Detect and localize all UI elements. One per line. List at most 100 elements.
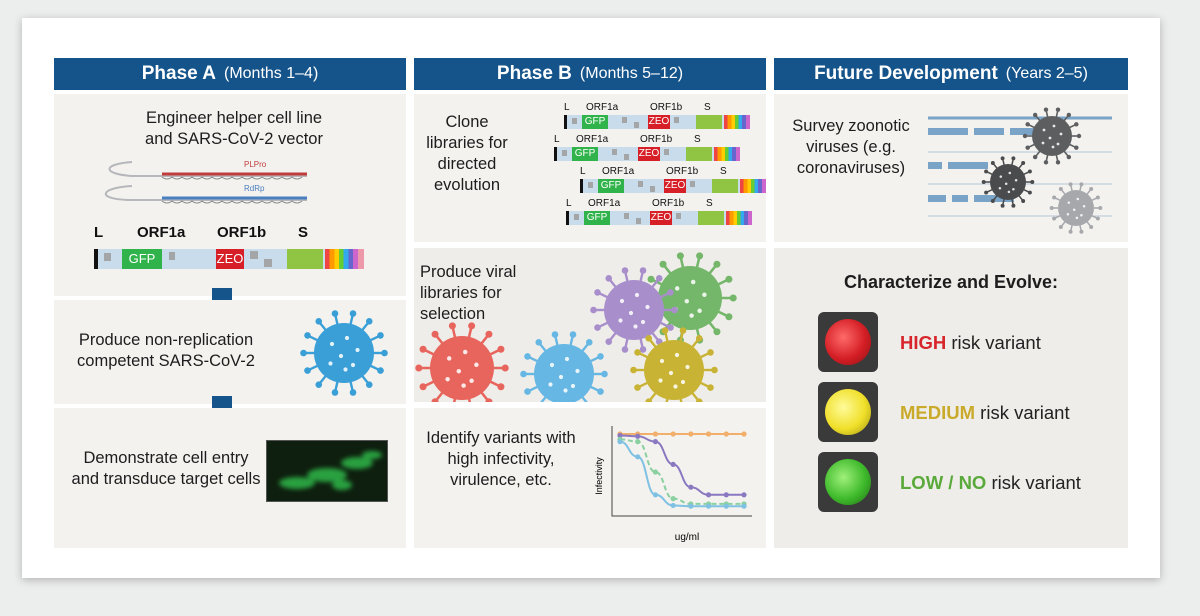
risk-high-rest: risk variant [951, 332, 1041, 353]
chart-point [688, 431, 694, 437]
phase-b-step3-text: Identify variants with high infectivity,… [426, 429, 576, 489]
library-genome-bar: GFP ZEO [554, 147, 740, 161]
genome-label-l: L [554, 134, 560, 145]
future-header: Future Development (Years 2–5) [774, 58, 1128, 90]
genome-label-orf1a: ORF1a [576, 134, 609, 145]
phase-a-step1-text: Engineer helper cell line and SARS-CoV-2… [145, 109, 323, 148]
chart-point [617, 439, 623, 445]
plpro-label: PLPro [244, 160, 267, 169]
risk-medium-level: MEDIUM [900, 402, 976, 423]
zeo-marker: ZEO [664, 179, 686, 193]
chart-point [652, 439, 659, 445]
chart-point [705, 431, 712, 437]
chart-point [635, 454, 641, 460]
virus-purple-icon [590, 267, 678, 353]
future-step1-text: Survey zoonotic viruses (e.g. coronaviru… [792, 117, 910, 177]
chart-point [652, 431, 659, 437]
virus-grey-icon [1049, 182, 1103, 234]
phase-a-step2-text: Produce non-replication competent SARS-C… [77, 331, 255, 370]
chart-point [635, 433, 641, 439]
gfp-marker: GFP [122, 249, 162, 269]
virus-red-icon [415, 322, 509, 402]
traffic-light-green-icon [818, 452, 878, 512]
genome-label-l: L [94, 224, 104, 241]
chart-point [741, 503, 747, 509]
genome-bar: GFP ZEO [94, 249, 364, 269]
traffic-light-red-icon [818, 312, 878, 372]
chart-point [652, 492, 659, 498]
risk-low-level: LOW / NO [900, 472, 987, 493]
phase-a-subtitle: (Months 1–4) [224, 65, 319, 82]
risk-medium: MEDIUM risk variant [900, 402, 1070, 424]
genome-label-s: S [720, 166, 727, 177]
risk-high: HIGH risk variant [900, 332, 1041, 354]
chart-point [723, 431, 729, 437]
phase-a-step1-panel: Engineer helper cell line and SARS-CoV-2… [54, 94, 406, 296]
genome-label-s: S [694, 134, 701, 145]
chart-point [652, 469, 659, 475]
chart-axes [611, 426, 752, 517]
infectivity-chart: Infectivity ug/ml [594, 426, 752, 543]
microscopy-image [266, 440, 388, 502]
library-genome-bar: GFP ZEO [566, 211, 752, 225]
chart-point [670, 496, 676, 502]
genome-label-orf1a: ORF1a [586, 102, 619, 113]
zeo-marker: ZEO [650, 211, 672, 225]
rdrp-label: RdRp [244, 184, 265, 193]
zoonotic-survey-icon [928, 107, 1112, 234]
risk-low-rest: risk variant [991, 472, 1081, 493]
chart-point [741, 492, 747, 498]
chart-point [705, 503, 712, 509]
viral-library-icons [415, 252, 737, 402]
future-step2-text: Characterize and Evolve: [843, 272, 1059, 292]
phase-a-step3-panel: Demonstrate cell entry and transduce tar… [54, 408, 406, 548]
chart-point [670, 461, 676, 467]
chart-series-line [619, 434, 744, 496]
future-title: Future Development [814, 63, 998, 84]
genome-label-l: L [580, 166, 586, 177]
phase-b-subtitle: (Months 5–12) [579, 65, 684, 82]
genome-label-orf1b: ORF1b [217, 224, 267, 241]
risk-low: LOW / NO risk variant [900, 472, 1081, 494]
phase-b-step1-text: Clone libraries for directed evolution [426, 113, 508, 194]
diagram-card: Phase A (Months 1–4) Engineer helper cel… [22, 18, 1160, 578]
genome-label-orf1b: ORF1b [652, 198, 685, 209]
phase-b-step1-panel: Clone libraries for directed evolution L… [414, 94, 766, 242]
gfp-marker: GFP [584, 211, 610, 225]
gfp-marker: GFP [572, 147, 598, 161]
genome-label-s: S [704, 102, 711, 113]
phase-b-header: Phase B (Months 5–12) [414, 58, 766, 90]
genome-label-orf1a: ORF1a [137, 224, 186, 241]
phase-a-step3-text: Demonstrate cell entry and transduce tar… [71, 449, 261, 488]
traffic-light-yellow-icon [818, 382, 878, 442]
phase-b-step2-text: Produce viral libraries for selection [420, 263, 517, 323]
genome-label-orf1b: ORF1b [666, 166, 699, 177]
chart-point [617, 432, 623, 439]
genome-label-orf1a: ORF1a [602, 166, 635, 177]
chart-point [688, 503, 694, 509]
vector-coil-icon [104, 161, 307, 204]
chart-ylabel: Infectivity [594, 457, 604, 495]
genome-label-s: S [706, 198, 713, 209]
phase-a-title: Phase A [141, 63, 216, 84]
genome-label-l: L [564, 102, 570, 113]
gfp-marker: GFP [582, 115, 608, 129]
future-subtitle: (Years 2–5) [1005, 65, 1088, 82]
phase-b-step3-panel: Identify variants with high infectivity,… [414, 408, 766, 548]
chart-point [635, 439, 641, 445]
zeo-marker: ZEO [638, 147, 660, 161]
chart-point [688, 484, 694, 490]
chart-point [670, 431, 676, 437]
phase-a-step2-panel: Produce non-replication competent SARS-C… [54, 300, 406, 404]
genome-label-s: S [298, 224, 309, 241]
chart-point [705, 492, 712, 498]
virus-dark-icon [1022, 107, 1082, 165]
virus-icon [300, 310, 388, 396]
chart-point [741, 431, 747, 437]
virus-dark-icon [981, 156, 1035, 208]
future-step1-panel: Survey zoonotic viruses (e.g. coronaviru… [774, 94, 1128, 242]
chart-point [723, 503, 729, 509]
phase-b-title: Phase B [496, 63, 572, 84]
